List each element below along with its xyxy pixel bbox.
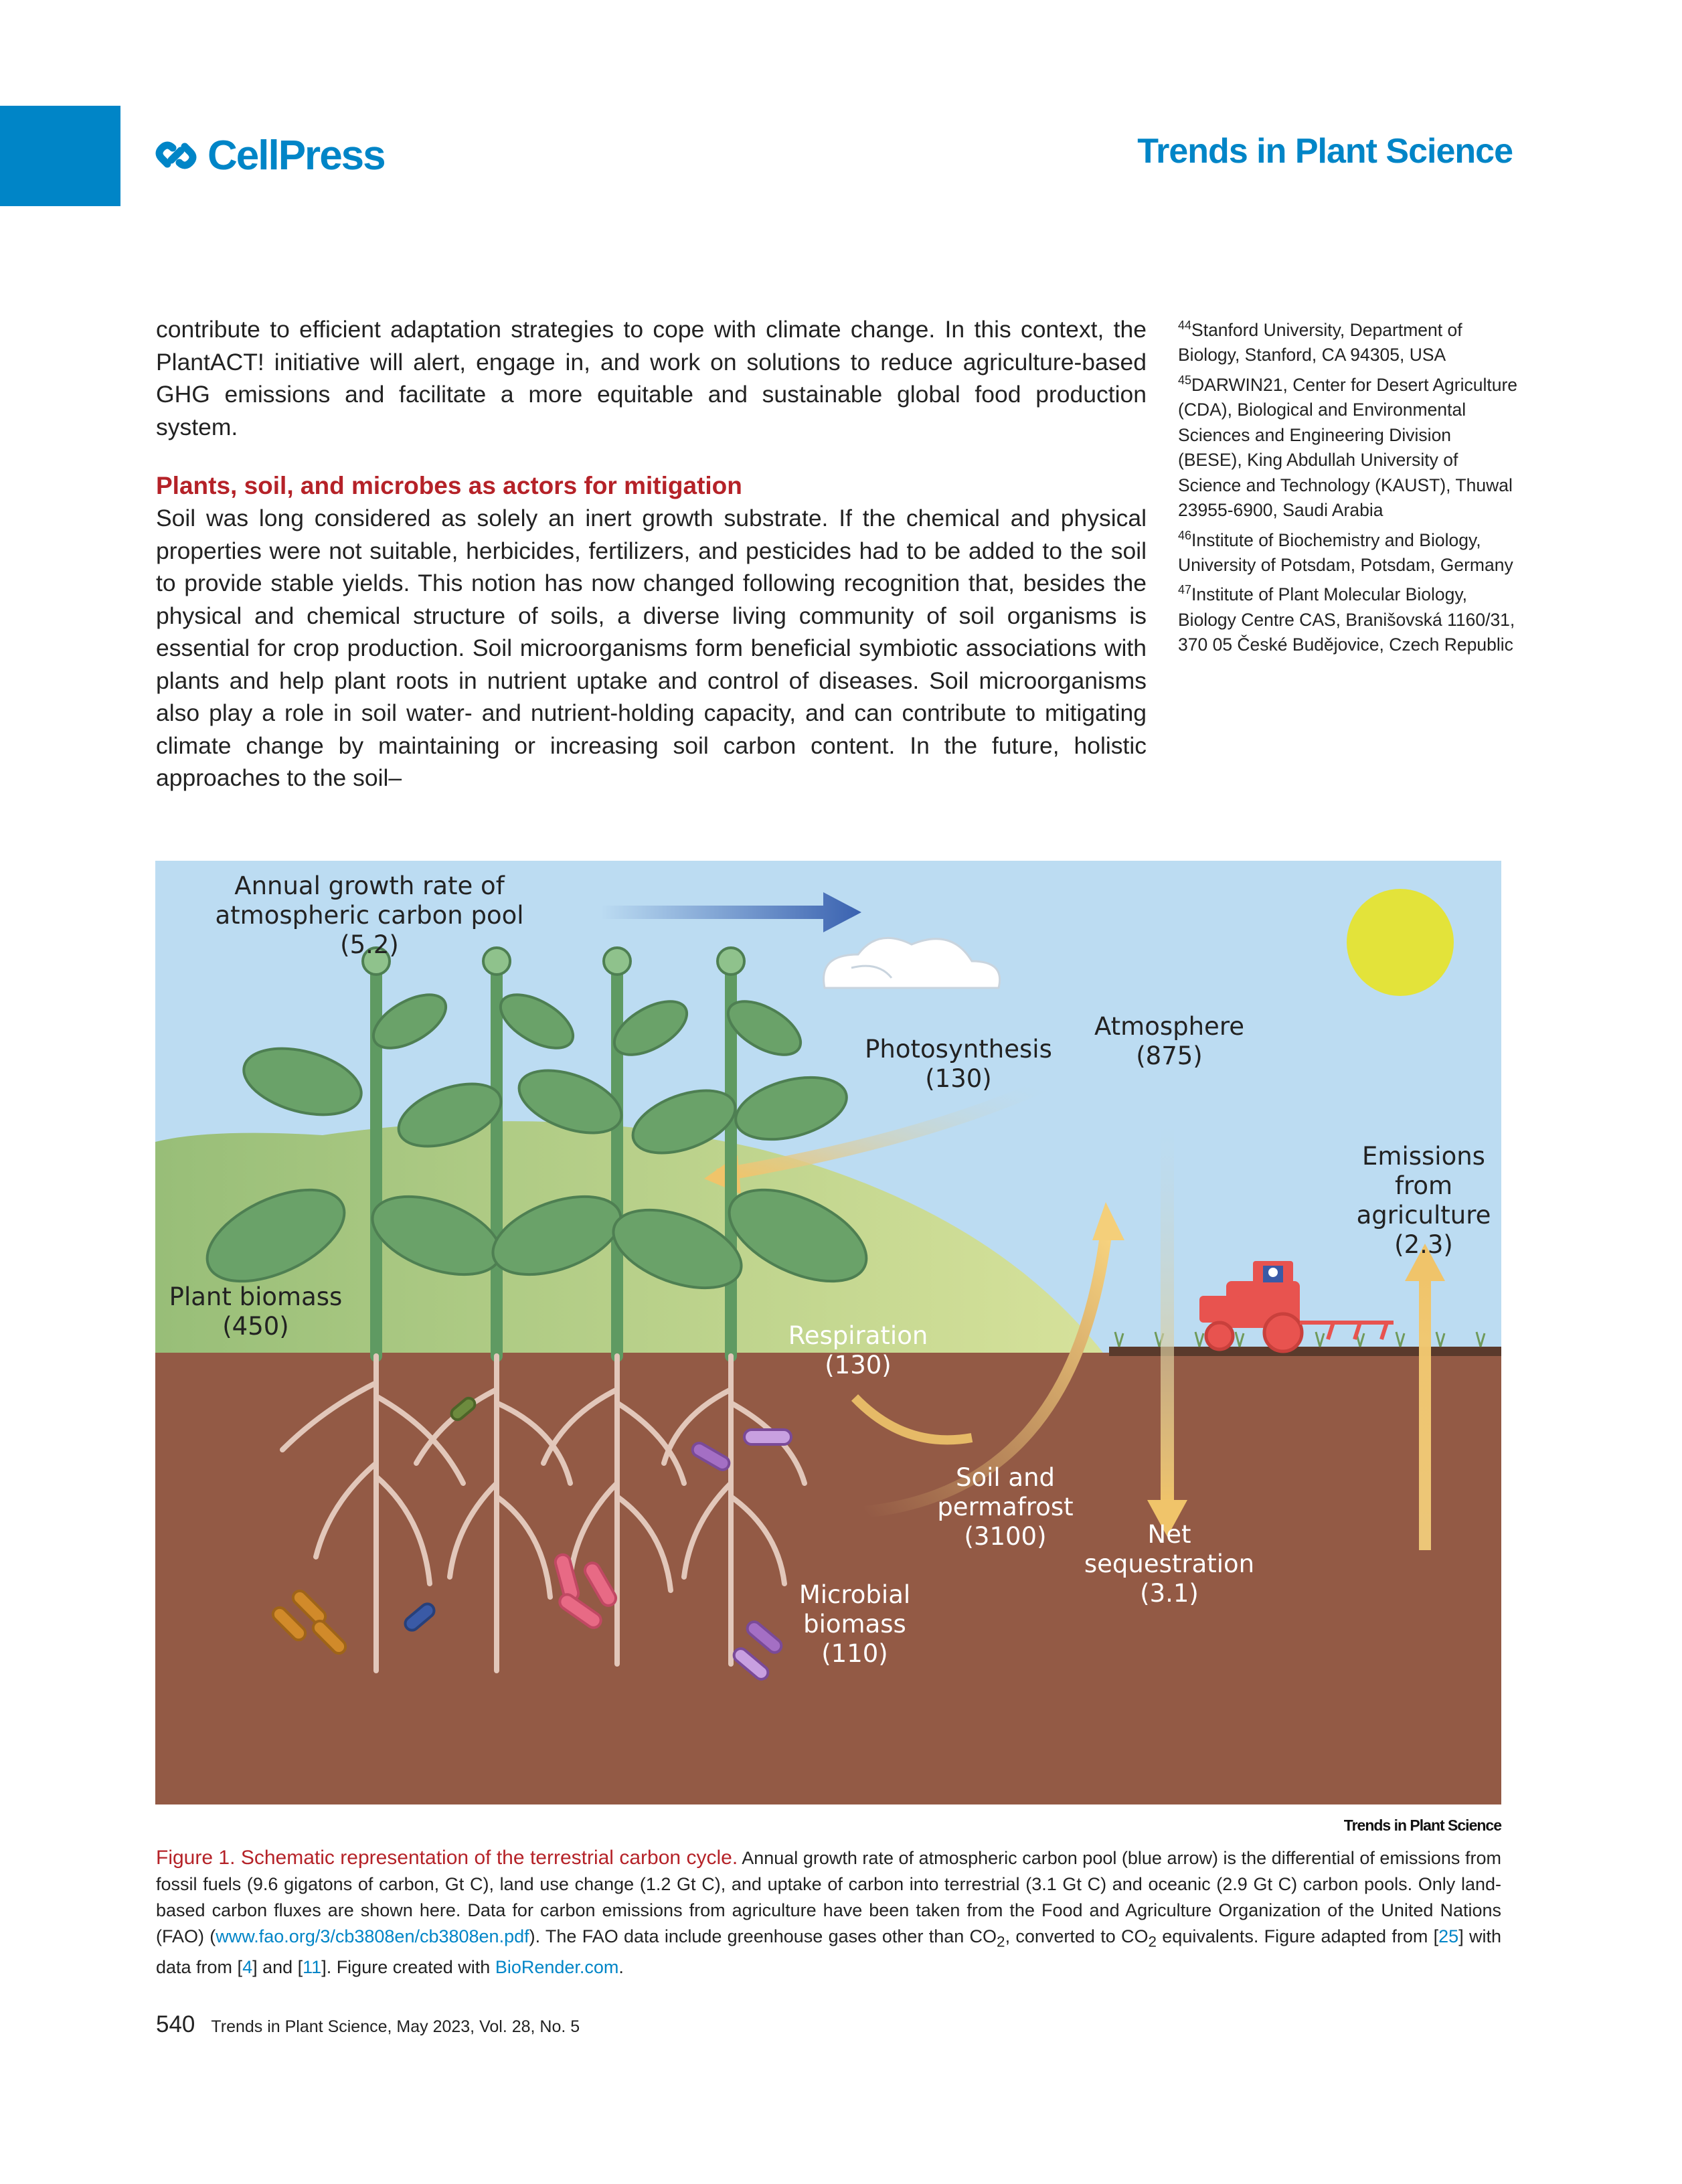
- affiliation-item: 45DARWIN21, Center for Desert Agricultur…: [1178, 368, 1519, 523]
- publisher-name: CellPress: [207, 132, 385, 179]
- label-respiration: Respiration (130): [781, 1321, 935, 1380]
- biorender-link[interactable]: BioRender.com: [495, 1957, 619, 1977]
- journal-citation: Trends in Plant Science, May 2023, Vol. …: [211, 2017, 580, 2037]
- main-text-column: contribute to efficient adaptation strat…: [156, 313, 1147, 794]
- ref-link-11[interactable]: 11: [303, 1957, 321, 1977]
- affiliations-sidebar: 44Stanford University, Department of Bio…: [1178, 313, 1519, 658]
- net-sequestration-arrow: [1161, 1122, 1174, 1503]
- figure-credit: Trends in Plant Science: [1344, 1817, 1501, 1835]
- caption-title: Figure 1. Schematic representation of th…: [156, 1847, 738, 1869]
- ref-link-25[interactable]: 25: [1438, 1926, 1458, 1946]
- soil-background: [155, 1353, 1501, 1804]
- affiliation-item: 46Institute of Biochemistry and Biology,…: [1178, 523, 1519, 578]
- section-heading: Plants, soil, and microbes as actors for…: [156, 470, 1147, 502]
- figure-caption: Figure 1. Schematic representation of th…: [156, 1845, 1501, 1981]
- sun-icon: [1347, 889, 1454, 996]
- affiliation-item: 44Stanford University, Department of Bio…: [1178, 313, 1519, 368]
- emissions-arrow: [1419, 1276, 1431, 1550]
- label-plant-biomass: Plant biomass (450): [169, 1282, 343, 1341]
- paragraph-soil: Soil was long considered as solely an in…: [156, 502, 1147, 794]
- affiliation-item: 47Institute of Plant Molecular Biology, …: [1178, 578, 1519, 657]
- label-net-sequestration: Net sequestration (3.1): [1079, 1520, 1260, 1608]
- journal-title: Trends in Plant Science: [1137, 131, 1513, 171]
- header-color-tab: [0, 106, 120, 206]
- page-footer: 540 Trends in Plant Science, May 2023, V…: [156, 2011, 580, 2038]
- publisher-logo[interactable]: CellPress: [153, 129, 385, 182]
- label-microbial-biomass: Microbial biomass (110): [784, 1580, 925, 1669]
- paragraph-intro: contribute to efficient adaptation strat…: [156, 313, 1147, 443]
- label-emissions: Emissions from agriculture (2.3): [1343, 1142, 1504, 1260]
- label-soil-permafrost: Soil and permafrost (3100): [925, 1463, 1086, 1551]
- carbon-cycle-figure: Annual growth rate of atmospheric carbon…: [155, 861, 1501, 1804]
- cellpress-logo-icon: [153, 132, 199, 179]
- label-atmosphere: Atmosphere (875): [1079, 1012, 1260, 1071]
- ref-link-4[interactable]: 4: [242, 1957, 252, 1977]
- label-annual-growth: Annual growth rate of atmospheric carbon…: [182, 871, 557, 960]
- label-photosynthesis: Photosynthesis (130): [858, 1035, 1059, 1094]
- fao-link[interactable]: www.fao.org/3/cb3808en/cb3808en.pdf: [216, 1926, 529, 1946]
- page-number: 540: [156, 2011, 195, 2038]
